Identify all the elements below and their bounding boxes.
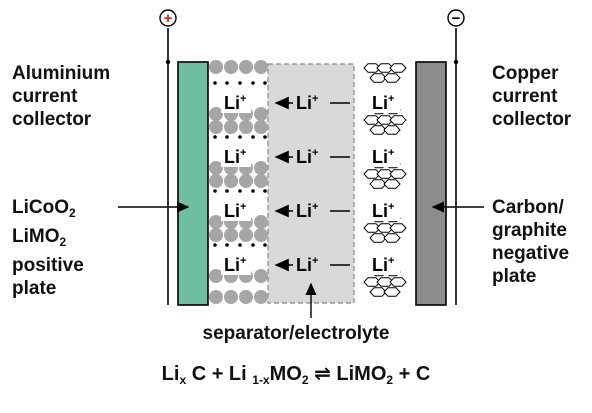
separator-label: separator/electrolyte <box>202 323 390 344</box>
positive-terminal: + <box>159 9 177 27</box>
reaction-equation: Lix C + Li 1-xMO2 ⇌ LiMO2 + C <box>161 363 431 387</box>
anode-li-ion: Li+ <box>372 255 394 275</box>
cathode-li-ion: Li+ <box>224 93 246 113</box>
separator-li-ion: Li+ <box>296 255 318 275</box>
separator-li-ion: Li+ <box>296 147 318 167</box>
positive-plate-label: LiCoO2 LiMO2 positive plate <box>12 197 84 299</box>
copper-collector-label: Copper current collector <box>492 63 572 130</box>
anode-li-ion: Li+ <box>372 147 394 167</box>
anode-li-ion: Li+ <box>372 93 394 113</box>
cathode-li-ion: Li+ <box>224 147 246 167</box>
negative-plate-label: Carbon/ graphite negative plate <box>492 197 570 287</box>
cathode-li-ion: Li+ <box>224 255 246 275</box>
svg-text:+: + <box>164 10 173 27</box>
anode-li-ion: Li+ <box>372 201 394 221</box>
ion-layer: Li+ Li+ Li+ Li+ Li+ Li+ Li+ Li+ Li+ Li+ Li+ Li+ <box>221 93 400 275</box>
cathode-li-ion: Li+ <box>224 201 246 221</box>
separator-li-ion: Li+ <box>296 201 318 221</box>
aluminium-plate <box>177 61 209 306</box>
separator-li-ion: Li+ <box>296 93 318 113</box>
copper-plate <box>415 61 447 306</box>
negative-terminal: − <box>447 9 465 27</box>
aluminium-collector-label: Aluminium current collector <box>12 63 111 130</box>
graphite-lattice <box>363 63 407 297</box>
svg-text:−: − <box>452 10 461 27</box>
